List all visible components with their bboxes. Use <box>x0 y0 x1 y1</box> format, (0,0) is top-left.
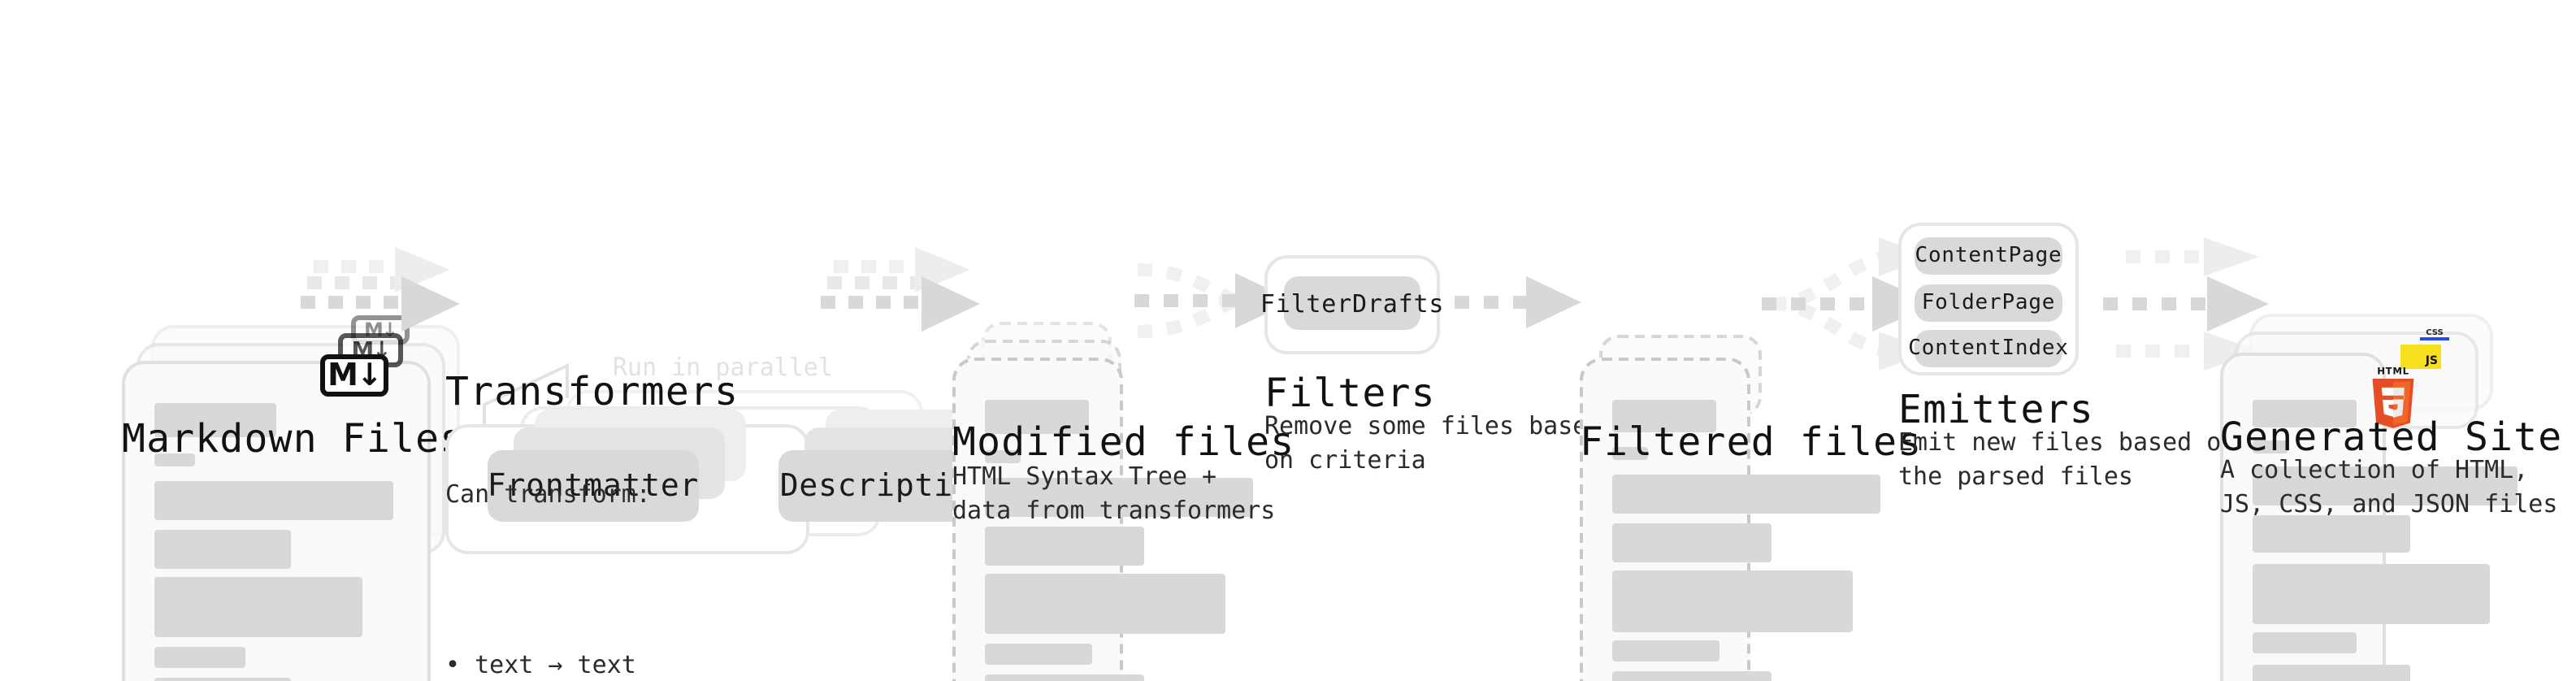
pill-contentpage[interactable]: ContentPage <box>1915 237 2062 275</box>
skeleton-bar <box>154 403 276 437</box>
markdown-card-front <box>122 361 431 681</box>
skeleton-bar <box>985 450 1021 463</box>
transformers-bullet: • text → text <box>445 650 636 679</box>
pill-label: FilterDrafts <box>1260 288 1445 318</box>
svg-text:CSS: CSS <box>2426 328 2443 337</box>
skeleton-bar <box>1612 475 1880 514</box>
desc-filters: Remove some files based on criteria <box>1264 411 1602 475</box>
pill-description[interactable]: Description <box>778 450 993 522</box>
title-markdown-files: Markdown Files <box>122 416 465 462</box>
skeleton-bar <box>1612 671 1772 681</box>
skeleton-bar <box>985 574 1225 634</box>
pill-label: ContentIndex <box>1908 336 2069 361</box>
skeleton-bar <box>985 674 1144 681</box>
filtered-card-stack <box>1580 322 1921 681</box>
skeleton-bar <box>154 481 393 520</box>
title-filtered-files: Filtered files <box>1580 419 1923 465</box>
markdown-badge: M↓ <box>320 354 388 397</box>
skeleton-bar <box>1612 570 1853 632</box>
pill-label: ContentPage <box>1915 244 2062 268</box>
title-emitters: Emitters <box>1898 387 2094 432</box>
skeleton-bar <box>154 577 362 637</box>
stage-generated-site: CSS JS HTML <box>2220 314 2569 681</box>
skeleton-bar <box>1612 400 1716 432</box>
stage-filtered-files <box>1580 322 1921 681</box>
site-card-stack: CSS JS HTML <box>2220 314 2569 681</box>
desc-modified-files: HTML Syntax Tree + data from transformer… <box>952 462 1276 525</box>
pill-frontmatter[interactable]: Frontmatter <box>488 450 699 522</box>
skeleton-bar <box>985 400 1089 434</box>
modified-card-stack <box>952 322 1294 681</box>
skeleton-bar <box>154 678 291 681</box>
stage-markdown-files: M↓ M↓ M↓ <box>122 315 463 681</box>
transformers-bullet-list: • text → text • markdown → markdown • ht… <box>445 580 753 681</box>
skeleton-bar <box>1612 447 1648 460</box>
arrow-markdown-to-transformers <box>301 247 460 332</box>
arrow-emitters-to-site <box>2103 237 2269 371</box>
desc-emitters: Emit new files based on the parsed files <box>1898 427 2236 491</box>
desc-transformers-lead: Can transform: <box>445 479 651 509</box>
stage-modified-files <box>952 322 1294 681</box>
svg-text:HTML: HTML <box>2377 366 2409 377</box>
skeleton-bar <box>2253 564 2490 624</box>
modified-card-front <box>952 358 1253 681</box>
run-in-parallel-label: Run in parallel <box>613 353 833 382</box>
skeleton-bar <box>2253 632 2357 653</box>
css3-badge: CSS <box>2420 328 2449 340</box>
skeleton-bar <box>2253 515 2410 553</box>
markdown-card-stack: M↓ M↓ M↓ <box>122 315 463 681</box>
title-modified-files: Modified files <box>952 419 1295 465</box>
title-filters: Filters <box>1264 371 1436 416</box>
pill-label: Frontmatter <box>487 468 700 504</box>
skeleton-bar <box>1612 523 1772 562</box>
skeleton-bar <box>2253 466 2517 505</box>
skeleton-bar <box>2253 400 2357 427</box>
title-generated-site: Generated Site <box>2220 414 2563 460</box>
pill-folderpage[interactable]: FolderPage <box>1915 284 2062 322</box>
skeleton-bar <box>154 530 291 569</box>
skeleton-bar <box>985 478 1253 517</box>
site-card-front <box>2220 353 2517 681</box>
arrow-transformers-to-modified <box>821 247 980 332</box>
skeleton-bar <box>154 647 245 668</box>
pill-filterdrafts[interactable]: FilterDrafts <box>1260 276 1443 330</box>
title-transformers: Transformers <box>445 369 739 414</box>
skeleton-bar <box>985 644 1092 665</box>
skeleton-bar <box>1612 640 1720 661</box>
js-badge: JS <box>2400 345 2441 369</box>
skeleton-bar <box>985 527 1144 566</box>
skeleton-bar <box>2253 440 2288 453</box>
filtered-card-front <box>1580 358 1880 681</box>
skeleton-bar <box>154 453 195 466</box>
desc-generated-site: A collection of HTML, JS, CSS, and JSON … <box>2220 455 2558 518</box>
pill-label: FolderPage <box>1921 291 2056 315</box>
desc-transformers: Can transform: • text → text • markdown … <box>445 410 753 681</box>
html5-badge: HTML <box>2372 366 2414 428</box>
skeleton-bar <box>2253 665 2410 681</box>
arrow-filters-to-filtered <box>1455 276 1581 328</box>
pill-contentindex[interactable]: ContentIndex <box>1908 330 2068 367</box>
